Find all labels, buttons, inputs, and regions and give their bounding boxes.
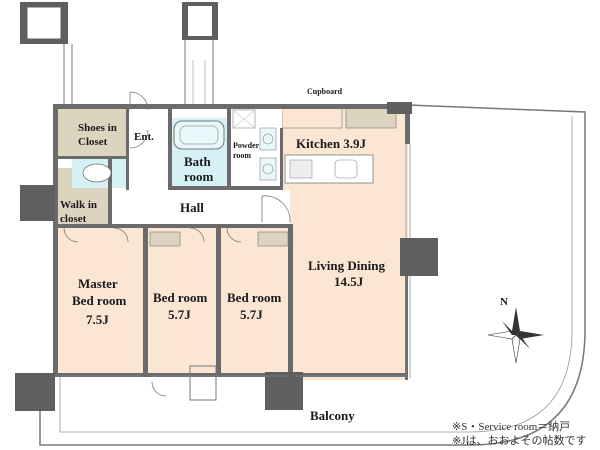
label-hall: Hall	[180, 200, 204, 215]
bathtub	[173, 120, 225, 150]
pillars	[15, 102, 438, 411]
walls	[53, 104, 410, 380]
compass-north-label: N	[500, 296, 508, 308]
bedroom3-floor	[221, 228, 291, 376]
shoes-closet-floor	[55, 108, 128, 156]
label-master-name1: Master	[78, 276, 118, 291]
windows	[60, 144, 411, 378]
master-bedroom-floor	[55, 228, 143, 376]
hall-floor	[110, 190, 290, 228]
note-service-room: ※S・Service room＝納戸	[452, 420, 570, 433]
label-living-dining-name: Living Dining	[308, 258, 385, 273]
note-tatami: ※Jは、おおよその帖数です	[452, 434, 587, 447]
bedroom2-floor	[148, 228, 216, 376]
label-bedroom3-size: 5.7J	[240, 307, 263, 322]
label-master-name2: Bed room	[72, 293, 126, 308]
label-bedroom2-name: Bed room	[153, 290, 207, 305]
label-bedroom2-size: 5.7J	[168, 307, 191, 322]
compass-icon	[487, 307, 544, 364]
label-cupboard: Cupboard	[307, 87, 343, 96]
label-master-size: 7.5J	[86, 312, 109, 327]
label-balcony: Balcony	[310, 408, 355, 423]
label-kitchen: Kitchen 3.9J	[296, 136, 367, 151]
label-entrance: Ent.	[134, 131, 154, 143]
toilet	[82, 163, 112, 183]
label-bedroom3-name: Bed room	[227, 290, 281, 305]
label-living-dining-size: 14.5J	[334, 274, 364, 289]
doors	[63, 91, 291, 397]
balcony-inner-line	[59, 116, 573, 433]
entrance-floor	[128, 108, 170, 188]
kitchen-counter	[284, 154, 374, 184]
balcony-outline	[39, 104, 586, 446]
cupboard-top	[281, 107, 343, 129]
